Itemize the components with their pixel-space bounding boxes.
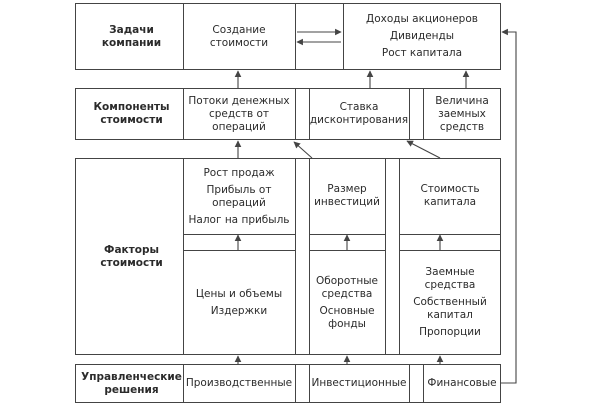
factors-split-inv-bottom — [309, 250, 385, 251]
goals-divider-3 — [343, 3, 344, 70]
goals-label: Задачи компании — [101, 23, 162, 49]
factor-fixed-assets: Основные фонды — [319, 304, 375, 330]
goals-divider-1 — [183, 3, 184, 70]
components-label: Компоненты стоимости — [93, 101, 170, 126]
financial-factors-bottom-node: Заемные средства Собственный капитал Про… — [399, 250, 501, 355]
components-divider-3 — [309, 88, 310, 140]
investment-size-node: Размер инвестиций — [314, 183, 380, 208]
decisions-label: Управленческие решения — [81, 370, 182, 396]
factor-borrowed-funds: Заемные средства — [424, 266, 476, 291]
factors-label: Факторы стоимости — [100, 243, 163, 269]
outcome-dividends: Дивиденды — [389, 30, 455, 42]
components-divider-4 — [409, 88, 410, 140]
factors-split-fin-bottom — [399, 250, 501, 251]
decisions-divider-1 — [183, 364, 184, 403]
operating-cash-flows-node: Потоки денежных средств от операций — [188, 94, 290, 133]
production-decisions-node: Производственные — [185, 377, 293, 389]
value-creation-node: Создание стоимости — [209, 23, 269, 49]
arrow-inv-to-cashflows — [293, 141, 313, 159]
factors-split-ops-bottom — [183, 250, 295, 251]
factors-split-ops — [183, 234, 295, 235]
factors-divider-1 — [183, 158, 184, 355]
components-divider-1 — [183, 88, 184, 140]
operating-factors-top-node: Рост продаж Прибыль от операций Налог на… — [183, 162, 295, 232]
factor-prices-volumes: Цены и объемы — [195, 287, 283, 300]
decisions-divider-4 — [409, 364, 410, 403]
factors-divider-2 — [295, 158, 296, 355]
arrow-decisions-feedback-loop — [501, 28, 517, 384]
decisions-divider-2 — [295, 364, 296, 403]
decisions-row — [75, 364, 501, 403]
factor-sales-growth: Рост продаж — [203, 167, 275, 179]
components-divider-2 — [295, 88, 296, 140]
components-row — [75, 88, 501, 140]
financial-decisions-node: Финансовые — [427, 377, 497, 389]
cost-of-capital-node: Стоимость капитала — [420, 183, 480, 208]
outcome-capital-growth: Рост капитала — [381, 47, 463, 59]
debt-amount-node: Величина заемных средств — [435, 94, 489, 133]
factors-divider-3 — [309, 158, 310, 355]
discount-rate-node: Ставка дисконтирования — [309, 101, 409, 126]
components-divider-5 — [423, 88, 424, 140]
investment-decisions-node: Инвестиционные — [311, 377, 407, 389]
operating-factors-bottom-node: Цены и объемы Издержки — [183, 250, 295, 355]
factors-split-fin — [399, 234, 501, 235]
factors-divider-5 — [399, 158, 400, 355]
shareholder-outcomes-node: Доходы акционеров Дивиденды Рост капитал… — [343, 3, 501, 70]
goals-row — [75, 3, 501, 70]
arrow-fin-to-rate — [406, 140, 441, 159]
factor-income-tax: Налог на прибыль — [188, 214, 290, 226]
factor-working-capital: Оборотные средства — [316, 274, 378, 300]
outcome-shareholder-income: Доходы акционеров — [366, 13, 478, 25]
factor-proportions: Пропорции — [419, 326, 481, 338]
factors-divider-4 — [385, 158, 386, 355]
factor-costs: Издержки — [210, 304, 268, 317]
investment-factors-bottom-node: Оборотные средства Основные фонды — [309, 250, 385, 355]
factor-operating-profit: Прибыль от операций — [206, 184, 272, 209]
factors-split-inv — [309, 234, 385, 235]
decisions-divider-5 — [423, 364, 424, 403]
goals-divider-2 — [295, 3, 296, 70]
decisions-divider-3 — [309, 364, 310, 403]
factors-row — [75, 158, 501, 355]
factor-equity: Собственный капитал — [413, 296, 487, 321]
